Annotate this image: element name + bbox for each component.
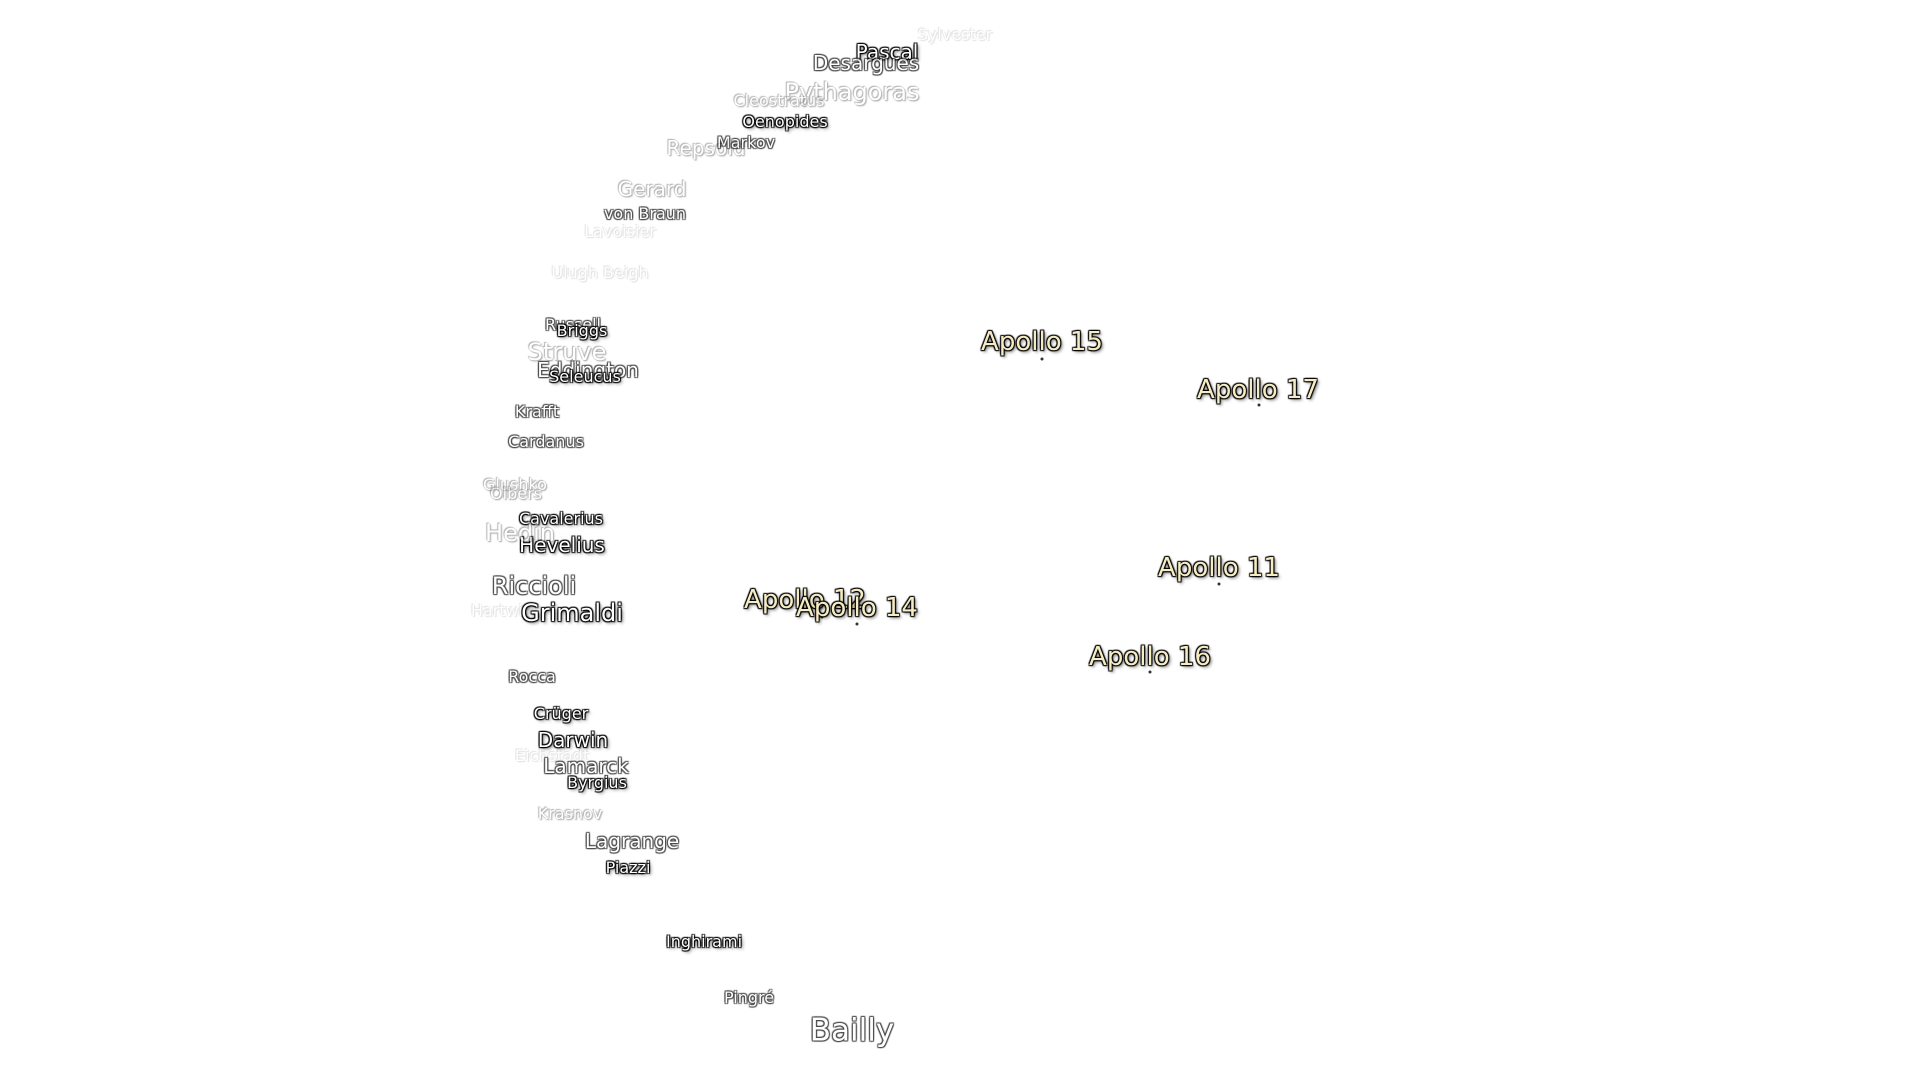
crater-label-pascal: Pascal xyxy=(855,40,919,64)
crater-label-bailly: Bailly xyxy=(809,1012,895,1049)
crater-label-glushko: Glushko xyxy=(483,475,547,494)
crater-label-hevel: Hevelius xyxy=(519,533,605,557)
crater-label-lagrange: Lagrange xyxy=(584,829,680,853)
crater-label-gerard: Gerard xyxy=(617,177,687,201)
crater-label-cleostratus: Cleostratus xyxy=(733,91,825,110)
crater-label-repsold: Repsold xyxy=(666,136,746,160)
crater-label-rocca: Rocca xyxy=(508,667,556,686)
crater-label-cavalerius: Cavalerius xyxy=(518,509,604,528)
landing-site-marker-apollo-15[interactable] xyxy=(1040,357,1044,361)
landing-site-marker-apollo-17[interactable] xyxy=(1257,403,1261,407)
crater-label-eddington: Eddington xyxy=(537,358,639,382)
crater-label-inghirami: Inghirami xyxy=(665,932,743,951)
crater-label-lavoisier: Lavoisier xyxy=(584,222,656,241)
crater-label-krafft: Krafft xyxy=(514,402,560,421)
crater-label-cardanus: Cardanus xyxy=(508,432,584,451)
crater-label-seleucus: Seleucus xyxy=(549,367,621,386)
crater-label-oenopides: Oenopides xyxy=(742,112,828,131)
crater-label-hedin: Hedin xyxy=(485,519,555,547)
landing-site-label-apollo-12[interactable]: Apollo 12 xyxy=(744,585,866,615)
landing-site-marker-apollo-12[interactable] xyxy=(820,615,824,619)
crater-label-von-braun: von Braun xyxy=(603,204,687,223)
landing-site-marker-apollo-14[interactable] xyxy=(855,622,859,626)
crater-label-eichstadt: Eichstadt xyxy=(514,746,590,765)
crater-label-byrgius: Byrgius xyxy=(567,773,627,792)
landing-site-marker-apollo-11[interactable] xyxy=(1217,582,1221,586)
crater-label-pythagoras: Pythagoras xyxy=(784,78,920,106)
crater-label-ulugh-beigh: Ulugh Beigh xyxy=(551,263,649,282)
crater-label-olbers: Olbers xyxy=(490,484,542,503)
crater-label-sylvester: Sylvester xyxy=(917,25,993,44)
crater-label-markov: Markov xyxy=(716,133,776,152)
crater-label-lamarck: Lamarck xyxy=(543,754,629,778)
landing-site-label-apollo-11[interactable]: Apollo 11 xyxy=(1158,553,1280,583)
crater-label-hartwig: Hartwig xyxy=(470,601,534,620)
crater-label-riccioli: Riccioli xyxy=(491,572,577,600)
landing-site-label-apollo-17[interactable]: Apollo 17 xyxy=(1197,375,1319,405)
crater-label-cruger: Crüger xyxy=(533,704,589,723)
crater-label-darwin: Darwin xyxy=(537,728,609,752)
crater-label-struve: Struve xyxy=(527,338,607,366)
crater-label-briggs: Briggs xyxy=(556,321,608,340)
crater-label-desargues: Desargues xyxy=(812,51,920,75)
crater-label-krasnov: Krasnov xyxy=(537,804,603,823)
landing-site-label-apollo-16[interactable]: Apollo 16 xyxy=(1089,642,1211,672)
landing-site-marker-apollo-16[interactable] xyxy=(1148,670,1152,674)
landing-site-label-apollo-14[interactable]: Apollo 14 xyxy=(796,593,918,623)
landing-site-label-apollo-15[interactable]: Apollo 15 xyxy=(981,327,1103,357)
crater-label-grimaldi: Grimaldi xyxy=(521,599,623,627)
crater-label-russell: Russell xyxy=(545,315,601,334)
crater-label-piazzi: Piazzi xyxy=(605,858,651,877)
crater-label-pingre: Pingré xyxy=(723,988,775,1007)
